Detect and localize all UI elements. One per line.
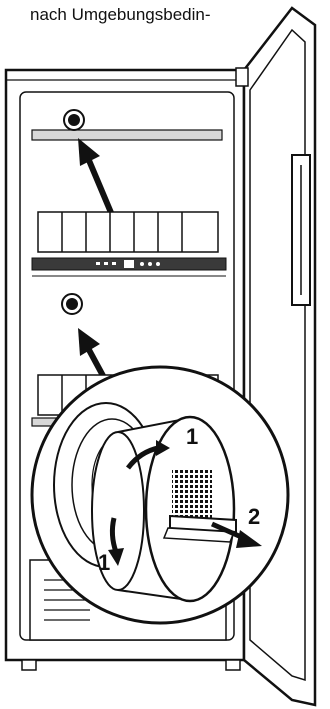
door <box>235 6 317 707</box>
arrow-up-icon <box>78 138 115 217</box>
filter-icon <box>91 415 237 603</box>
foot-left <box>21 659 37 671</box>
rotate-arrow-icon <box>108 440 170 566</box>
fan-knob-icon <box>63 109 85 131</box>
fan-knob-icon-lower <box>61 293 83 315</box>
shelf-top <box>31 129 223 141</box>
control-buttons <box>96 260 160 268</box>
step-label-pull: 2 <box>248 504 260 529</box>
step-label-rotate-lower: 1 <box>98 550 110 575</box>
caption-text: nach Umgebungsbedin- <box>30 5 211 24</box>
bottle-rack-upper <box>37 211 219 253</box>
hinge-top <box>235 67 249 87</box>
pull-arrow-icon <box>210 521 262 548</box>
foot-right <box>225 659 241 671</box>
step-label-rotate: 1 <box>186 424 198 449</box>
